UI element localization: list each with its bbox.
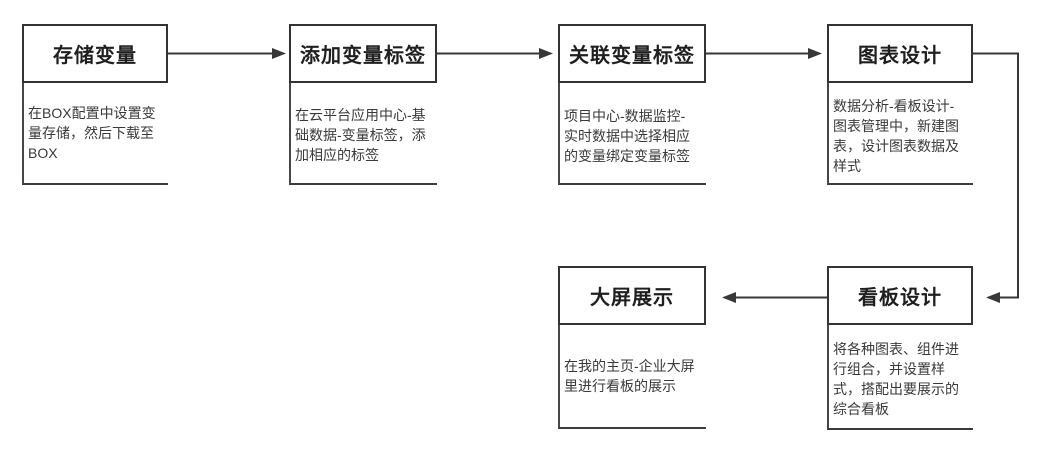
step-desc-dashboard-design: 将各种图表、组件进 行组合，并设置样 式，搭配出要展示的 综合看板 [827, 325, 973, 430]
step-desc-link-variable-tag: 项目中心-数据监控- 实时数据中选择相应 的变量绑定变量标签 [558, 83, 706, 185]
step-box-link-variable-tag: 关联变量标签 项目中心-数据监控- 实时数据中选择相应 的变量绑定变量标签 [558, 24, 706, 185]
step-title-dashboard-design: 看板设计 [827, 266, 973, 325]
step-title-screen-display: 大屏展示 [558, 266, 706, 325]
step-desc-store-variable: 在BOX配置中设置变 量存储，然后下载至 BOX [22, 83, 168, 185]
step-box-store-variable: 存储变量 在BOX配置中设置变 量存储，然后下载至 BOX [22, 24, 168, 185]
step-desc-add-variable-tag: 在云平台应用中心-基 础数据-变量标签，添 加相应的标签 [289, 83, 437, 185]
step-title-add-variable-tag: 添加变量标签 [289, 24, 437, 83]
step-desc-screen-display: 在我的主页-企业大屏 里进行看板的展示 [558, 325, 706, 429]
step-desc-chart-design: 数据分析-看板设计- 图表管理中，新建图 表，设计图表数据及 样式 [827, 83, 973, 185]
step-title-store-variable: 存储变量 [22, 24, 168, 83]
step-box-add-variable-tag: 添加变量标签 在云平台应用中心-基 础数据-变量标签，添 加相应的标签 [289, 24, 437, 185]
step-title-link-variable-tag: 关联变量标签 [558, 24, 706, 83]
arrow-chart-design-to-dashboard-design [973, 52, 1019, 303]
step-box-dashboard-design: 看板设计 将各种图表、组件进 行组合，并设置样 式，搭配出要展示的 综合看板 [827, 266, 973, 430]
step-box-chart-design: 图表设计 数据分析-看板设计- 图表管理中，新建图 表，设计图表数据及 样式 [827, 24, 973, 185]
step-box-screen-display: 大屏展示 在我的主页-企业大屏 里进行看板的展示 [558, 266, 706, 429]
step-title-chart-design: 图表设计 [827, 24, 973, 83]
